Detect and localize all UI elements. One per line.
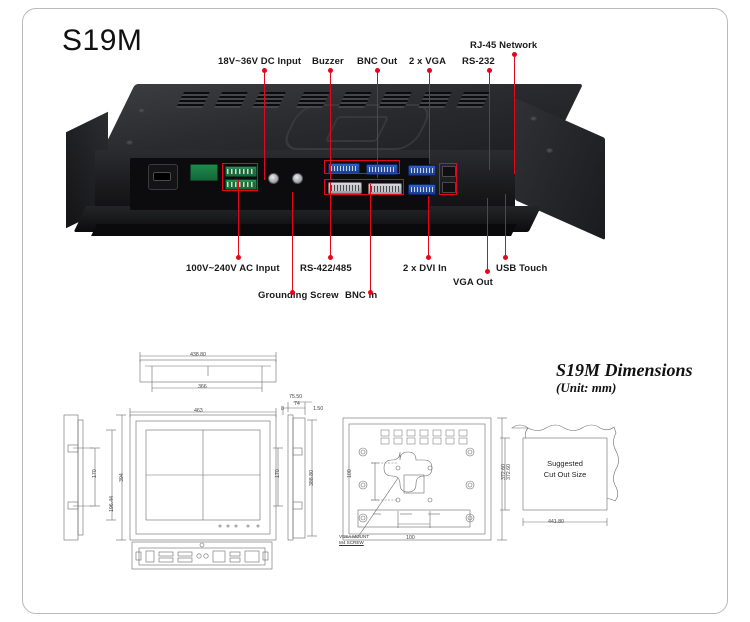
cutout-label-line2: Cut Out Size xyxy=(543,470,587,479)
rs422-485-terminal-port xyxy=(225,166,257,177)
leader-line xyxy=(330,70,332,180)
rj45-network-port xyxy=(442,166,456,177)
product-photo xyxy=(60,78,620,263)
leader-line xyxy=(487,198,489,270)
ac-power-inlet-port xyxy=(148,164,178,190)
callout-rj45-network: RJ-45 Network xyxy=(470,40,538,51)
dimensions-title: S19M Dimensions xyxy=(556,360,693,380)
rs422-485-terminal-port xyxy=(225,179,257,190)
callout-rs422-485: RS-422/485 xyxy=(300,263,352,274)
leader-dot xyxy=(503,255,508,260)
leader-dot xyxy=(328,255,333,260)
leader-line xyxy=(264,70,266,180)
leader-line xyxy=(238,180,240,256)
page-border xyxy=(22,8,728,614)
leader-line xyxy=(292,192,294,292)
usb-touch-port xyxy=(442,182,456,193)
leader-dot xyxy=(426,255,431,260)
callout-bnc-out: BNC Out xyxy=(357,56,398,67)
dim-side-mount-span: 170 xyxy=(275,469,281,478)
screw-point xyxy=(138,108,145,113)
dim-side-thickness: 1.50 xyxy=(313,406,324,412)
dimension-drawings xyxy=(63,352,619,570)
leader-line xyxy=(505,194,507,256)
vesa-note-line1: VESA MOUNT xyxy=(339,534,370,539)
highlight-vga xyxy=(324,160,400,174)
display-bezel-edge xyxy=(91,224,517,236)
leader-line xyxy=(370,184,372,292)
dim-cutout-height: 372.60 xyxy=(501,464,507,480)
callout-rs232: RS-232 xyxy=(462,56,495,67)
leader-line xyxy=(377,70,379,178)
dim-side-flange: 8 xyxy=(281,406,284,412)
callout-buzzer: Buzzer xyxy=(312,56,344,67)
callout-usb-touch: USB Touch xyxy=(496,263,548,274)
page-title: S19M xyxy=(62,24,143,57)
dimensions-unit-note: (Unit: mm) xyxy=(556,380,617,395)
dim-side-height: 388.80 xyxy=(309,470,315,486)
callout-ac-input: 100V~240V AC Input xyxy=(186,263,280,274)
vga-out-port xyxy=(408,184,436,195)
leader-line xyxy=(429,70,431,164)
callout-vga-out: VGA Out xyxy=(453,277,493,288)
dim-top-inner-width: 366 xyxy=(198,384,207,390)
dim-vesa-horizontal: 100 xyxy=(406,535,415,541)
vesa-emboss xyxy=(278,104,436,150)
highlight-lan-usb xyxy=(439,163,457,195)
leader-line xyxy=(514,54,516,174)
dim-screen-height: 196.44 xyxy=(109,496,115,512)
callout-2x-vga: 2 x VGA xyxy=(409,56,447,67)
dim-front-width: 463 xyxy=(194,408,203,414)
dim-vesa-vertical: 100 xyxy=(347,469,353,478)
cutout-label-line1: Suggested xyxy=(547,459,583,468)
leader-dot xyxy=(485,269,490,274)
leader-line xyxy=(428,196,430,256)
leader-dot xyxy=(290,290,295,295)
dim-side-depth-total: 75.50 xyxy=(289,394,302,400)
dim-side-depth-inner: 74 xyxy=(294,401,300,407)
dim-top-outer-width: 438.80 xyxy=(190,352,206,358)
callout-bnc-in: BNC In xyxy=(345,290,378,301)
callout-dc-input: 18V~36V DC Input xyxy=(218,56,302,67)
vesa-note-line2: M4 SCREW xyxy=(339,540,364,545)
leader-dot xyxy=(236,255,241,260)
dim-cutout-width: 441.80 xyxy=(548,519,564,525)
screw-point xyxy=(126,140,133,145)
leader-dot xyxy=(368,290,373,295)
leader-line xyxy=(489,70,491,170)
screw-point xyxy=(546,148,553,153)
highlight-rs422 xyxy=(222,163,258,191)
screw-point xyxy=(530,116,537,121)
vga-port xyxy=(366,164,398,175)
callout-grounding-screw: Grounding Screw xyxy=(258,290,339,301)
rs232-port xyxy=(408,165,436,176)
bnc-out-port xyxy=(292,173,303,184)
leader-line xyxy=(330,182,332,256)
dim-mount-span: 170 xyxy=(92,469,98,478)
highlight-dvi xyxy=(324,179,404,195)
dc-input-terminal-port xyxy=(190,164,218,181)
dvi-in-port xyxy=(328,182,362,194)
dim-front-height: 394 xyxy=(119,473,125,482)
bnc-in-port xyxy=(268,173,279,184)
callout-2x-dvi-in: 2 x DVI In xyxy=(403,263,447,274)
